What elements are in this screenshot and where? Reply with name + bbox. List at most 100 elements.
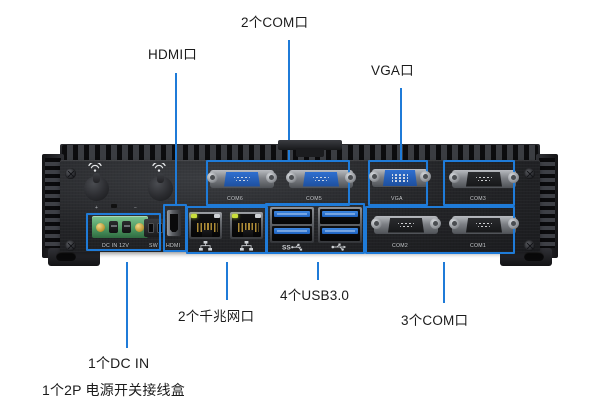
ethernet-icon xyxy=(199,241,212,251)
dsub-pin-row xyxy=(477,225,491,228)
mounting-hole-right xyxy=(524,252,544,261)
dsub-jackscrew xyxy=(508,172,519,183)
leader-line-usb xyxy=(317,262,319,280)
hdmi-port xyxy=(167,210,181,236)
annotation-com-3x: 3个COM口 xyxy=(401,313,469,328)
usb-tongue xyxy=(322,228,358,234)
vga-pin-row xyxy=(391,177,409,179)
dsub-connector xyxy=(466,171,502,187)
lan-activity-led xyxy=(214,214,220,218)
dsub-pin-row xyxy=(477,179,491,182)
annotation-dc-in: 1个DC IN xyxy=(88,355,150,371)
dsub-jackscrew xyxy=(430,218,441,229)
dsub-pin-row xyxy=(314,179,328,182)
vga-pin-row xyxy=(391,180,409,182)
usb3-port xyxy=(272,209,312,224)
usb-trident-icon xyxy=(331,243,347,251)
usb-tongue xyxy=(322,211,358,217)
usb3-port xyxy=(320,209,360,224)
dsub-jackscrew xyxy=(345,172,356,183)
wifi-icon xyxy=(88,163,102,172)
chassis-label-com2: COM2 xyxy=(392,243,408,249)
leader-line-com3x xyxy=(443,262,445,303)
panel-screw xyxy=(65,168,76,179)
polarity-plus: + xyxy=(95,205,98,211)
left-heatsink xyxy=(42,154,64,258)
serial-port-com3 xyxy=(449,168,519,190)
dsub-jackscrew xyxy=(207,172,218,183)
ethernet-port xyxy=(230,212,263,239)
rj45-notch xyxy=(243,230,253,237)
mounting-foot-left xyxy=(48,248,100,266)
switch-pin xyxy=(156,223,163,233)
dsub-jackscrew xyxy=(286,172,297,183)
rj45-pins xyxy=(238,223,259,232)
svg-text:SS: SS xyxy=(282,244,291,251)
usb3-port xyxy=(320,226,360,241)
dsub-pin-row xyxy=(312,176,330,179)
switch-pin xyxy=(147,223,154,233)
rj45-notch xyxy=(202,230,212,237)
dsub-jackscrew xyxy=(449,172,460,183)
usb3-port-pair xyxy=(270,207,314,243)
serial-port-com6 xyxy=(207,168,277,190)
lan-activity-led xyxy=(255,214,261,218)
rj45-pins xyxy=(197,223,218,232)
lan-link-led xyxy=(232,214,238,218)
chassis-label-com6: COM6 xyxy=(227,196,243,202)
dsub-connector xyxy=(466,217,502,233)
dsub-jackscrew xyxy=(449,218,460,229)
chassis-label-com1: COM1 xyxy=(470,243,486,249)
antenna-knob xyxy=(148,173,173,201)
panel-screw xyxy=(65,240,76,251)
serial-port-com5 xyxy=(286,168,356,190)
vga-port xyxy=(369,167,431,189)
power-switch-header xyxy=(144,219,166,237)
ethernet-port xyxy=(189,212,222,239)
dsub-connector xyxy=(303,171,339,187)
dsub-pin-row xyxy=(475,222,493,225)
annotation-hdmi: HDMI口 xyxy=(148,47,197,62)
leader-line-hdmi xyxy=(175,73,177,206)
chassis-label-sw: SW xyxy=(149,243,158,249)
right-heatsink xyxy=(536,154,558,258)
usb-tongue xyxy=(274,211,310,217)
dsub-connector xyxy=(388,217,424,233)
vga-connector xyxy=(383,170,417,186)
leader-line-dcin xyxy=(126,262,128,348)
dsub-jackscrew xyxy=(371,218,382,229)
top-bracket xyxy=(278,140,342,157)
annotation-usb-4x: 4个USB3.0 xyxy=(280,288,350,303)
dsub-jackscrew xyxy=(266,172,277,183)
serial-port-com1 xyxy=(449,214,519,236)
chassis-label-com3: COM3 xyxy=(470,196,486,202)
dsub-pin-row xyxy=(233,176,251,179)
rj45-cavity xyxy=(191,214,220,237)
leader-line-com2x xyxy=(288,40,290,162)
antenna-knob xyxy=(84,173,109,201)
usb-tongue xyxy=(274,228,310,234)
dsub-pin-row xyxy=(399,225,413,228)
annotation-lan-2x: 2个千兆网口 xyxy=(178,309,255,324)
chassis-label-com5: COM5 xyxy=(306,196,322,202)
terminal-screw-gold xyxy=(96,222,105,232)
terminal-tab xyxy=(111,204,117,208)
usb3-port-pair xyxy=(318,207,362,243)
dc-in-terminal-block xyxy=(92,216,148,238)
leader-line-lan xyxy=(226,262,228,300)
leader-line-vga xyxy=(400,88,402,160)
ethernet-icon xyxy=(240,241,253,251)
usb-superspeed-icon: SS xyxy=(282,243,303,251)
mounting-hole-left xyxy=(56,252,76,261)
annotation-com-2x: 2个COM口 xyxy=(241,15,309,30)
lan-link-led xyxy=(191,214,197,218)
serial-port-com2 xyxy=(371,214,441,236)
dsub-jackscrew xyxy=(508,218,519,229)
right-heatsink-slats xyxy=(539,158,555,248)
left-heatsink-slats xyxy=(45,158,61,248)
terminal-screw-gold xyxy=(135,222,144,232)
dsub-pin-row xyxy=(475,176,493,179)
dsub-jackscrew xyxy=(369,171,380,182)
terminal-screw xyxy=(122,221,131,233)
